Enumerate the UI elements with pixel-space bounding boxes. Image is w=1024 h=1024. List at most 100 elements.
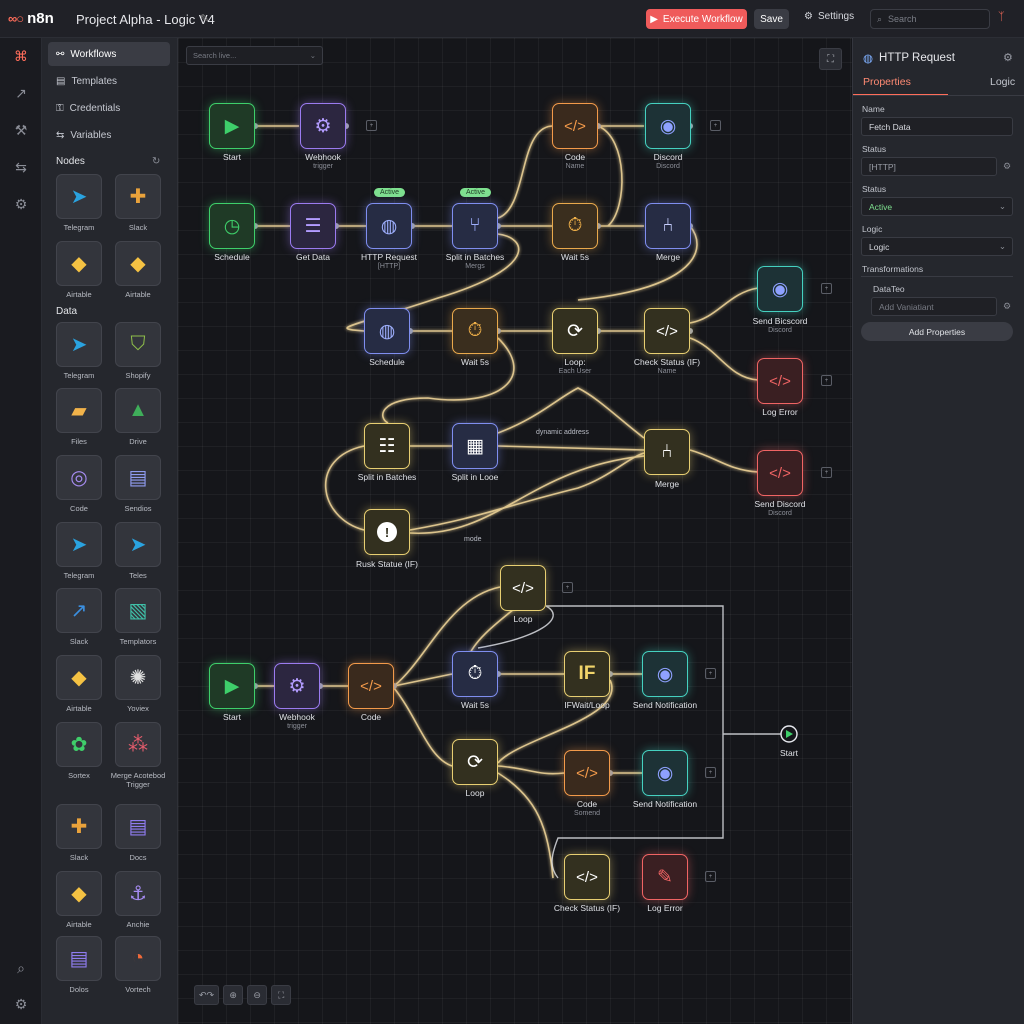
variant-input[interactable]: Add Vaniatiant	[871, 297, 997, 316]
start-node[interactable]: ▶	[209, 663, 255, 709]
rusk-status-node[interactable]: !	[364, 509, 410, 555]
status-field[interactable]: [HTTP]	[861, 157, 997, 176]
code-node[interactable]: </>	[552, 103, 598, 149]
add-properties-button[interactable]: Add Properties	[861, 322, 1013, 341]
wait-node[interactable]: ⏱	[452, 308, 498, 354]
node-tile[interactable]: ◆	[56, 241, 102, 286]
http-request-node[interactable]: ◍	[366, 203, 412, 249]
tab-properties[interactable]: Properties	[863, 76, 911, 88]
merge-node[interactable]: ⑃	[644, 429, 690, 475]
get-data-node[interactable]: ☰	[290, 203, 336, 249]
settings-icon[interactable]: ⚙	[1003, 301, 1012, 311]
fit-view-icon[interactable]: ⛶	[271, 985, 292, 1005]
settings-icon[interactable]: ⚙	[1003, 161, 1012, 171]
add-node-icon[interactable]: +	[705, 668, 716, 679]
start-node[interactable]: ▶	[209, 103, 255, 149]
workflows-rail-icon[interactable]: ⌘	[14, 48, 28, 64]
settings-button[interactable]: ⚙Settings	[804, 11, 854, 22]
search-rail-icon[interactable]: ⌕	[17, 960, 25, 976]
tab-logic[interactable]: Logic	[990, 76, 1016, 88]
node-tile[interactable]: ➤	[115, 522, 161, 567]
loop-node[interactable]: ⟳	[552, 308, 598, 354]
save-button[interactable]: Save	[754, 9, 789, 29]
canvas-search-input[interactable]: Search live...⌄	[186, 46, 323, 65]
execute-workflow-button[interactable]: ▶Execute Workflow	[646, 9, 747, 29]
n8n-logo[interactable]: ∞○n8n	[8, 10, 54, 27]
add-node-icon[interactable]: +	[821, 375, 832, 386]
add-node-icon[interactable]: +	[821, 467, 832, 478]
wait-node[interactable]: ⏱	[552, 203, 598, 249]
node-tile[interactable]: ▤	[115, 455, 161, 500]
refresh-icon[interactable]: ↻	[152, 156, 161, 167]
if-wait-loop-node[interactable]: IF	[564, 651, 610, 697]
log-error-node[interactable]: ✎	[642, 854, 688, 900]
node-tile[interactable]: ⁂	[115, 722, 161, 767]
search-input[interactable]: ⌕Search	[870, 9, 990, 29]
executions-rail-icon[interactable]: ↗	[15, 85, 27, 101]
gear-rail-icon[interactable]: ⚙	[14, 996, 28, 1012]
node-tile[interactable]: ➤	[56, 322, 102, 367]
logic-select[interactable]: Logic⌄	[861, 237, 1013, 256]
code-node[interactable]: </>	[564, 750, 610, 796]
check-status-node[interactable]: </>	[564, 854, 610, 900]
node-tile[interactable]: ▲	[115, 388, 161, 433]
node-tile[interactable]: ◆	[56, 655, 102, 700]
notification-icon[interactable]: ᛉ	[998, 11, 1005, 23]
send-notification-node[interactable]: ◉	[642, 651, 688, 697]
node-tile[interactable]: ✚	[56, 804, 102, 849]
add-node-icon[interactable]: +	[705, 871, 716, 882]
gear-icon[interactable]: ⚙	[1003, 52, 1013, 64]
send-notification-node[interactable]: ◉	[642, 750, 688, 796]
send-discord-node[interactable]: </>	[757, 450, 803, 496]
sidebar-item-credentials[interactable]: ⚿Credentials	[48, 96, 170, 120]
workflow-canvas[interactable]: Search live...⌄ ⛶	[178, 38, 852, 1024]
variables-rail-icon[interactable]: ⇆	[15, 159, 27, 175]
discord-node[interactable]: ◉	[645, 103, 691, 149]
edit-pencil-icon[interactable]: ✎	[200, 13, 210, 25]
schedule-node[interactable]: ◷	[209, 203, 255, 249]
name-field[interactable]: Fetch Data	[861, 117, 1013, 136]
wrench-rail-icon[interactable]: ⚒	[14, 122, 28, 138]
node-tile[interactable]: ↗	[56, 588, 102, 633]
node-tile[interactable]: ▧	[115, 588, 161, 633]
node-tile[interactable]: ➤	[56, 174, 102, 219]
check-status-node[interactable]: </>	[644, 308, 690, 354]
node-tile[interactable]: ▤	[56, 936, 102, 981]
undo-redo-icon[interactable]: ↶↷	[194, 985, 220, 1005]
settings-rail-icon[interactable]: ⚙	[14, 196, 28, 212]
node-tile[interactable]: ◆	[115, 241, 161, 286]
webhook-node[interactable]: ⚙	[274, 663, 320, 709]
log-error-node[interactable]: </>	[757, 358, 803, 404]
zoom-in-icon[interactable]: ⊕	[223, 985, 244, 1005]
node-tile[interactable]: ➤	[56, 522, 102, 567]
loop-node[interactable]: </>	[500, 565, 546, 611]
split-in-batches-node[interactable]: ⑂	[452, 203, 498, 249]
webhook-node[interactable]: ⚙	[300, 103, 346, 149]
split-in-loop-node[interactable]: ▦	[452, 423, 498, 469]
split-in-batches-node[interactable]: ☷	[364, 423, 410, 469]
fullscreen-icon[interactable]: ⛶	[819, 48, 842, 70]
node-tile[interactable]: ▤	[115, 804, 161, 849]
node-tile[interactable]: ⛉	[115, 322, 161, 367]
node-tile[interactable]: ◆	[56, 871, 102, 916]
sidebar-item-variables[interactable]: ⇆Variables	[48, 123, 170, 147]
add-node-icon[interactable]: +	[366, 120, 377, 131]
add-node-icon[interactable]: +	[705, 767, 716, 778]
sidebar-item-workflows[interactable]: ⚯Workflows	[48, 42, 170, 66]
sidebar-item-templates[interactable]: ▤Templates	[48, 69, 170, 93]
project-title[interactable]: Project Alpha - Logic V4	[76, 12, 215, 27]
schedule-node[interactable]: ◍	[364, 308, 410, 354]
code-node[interactable]: </>	[348, 663, 394, 709]
status-select[interactable]: Active⌄	[861, 197, 1013, 216]
node-tile[interactable]: ✿	[56, 722, 102, 767]
wait-node[interactable]: ⏱	[452, 651, 498, 697]
node-tile[interactable]: ◎	[56, 455, 102, 500]
node-tile[interactable]: ✺	[115, 655, 161, 700]
send-discord-node[interactable]: ◉	[757, 266, 803, 312]
merge-node[interactable]: ⑃	[645, 203, 691, 249]
node-tile[interactable]: ◔	[115, 936, 161, 981]
loop-node[interactable]: ⟳	[452, 739, 498, 785]
node-tile[interactable]: ✚	[115, 174, 161, 219]
add-node-icon[interactable]: +	[562, 582, 573, 593]
node-tile[interactable]: ⚓	[115, 871, 161, 916]
